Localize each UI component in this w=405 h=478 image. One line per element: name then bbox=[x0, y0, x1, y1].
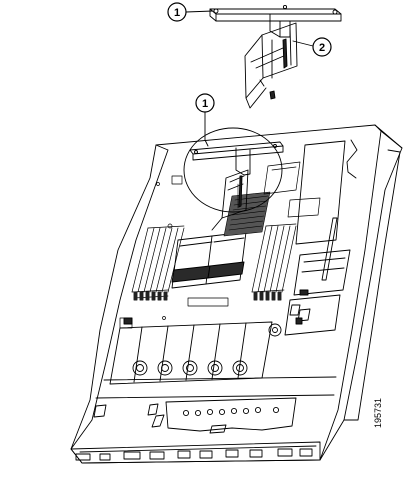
leader-2 bbox=[292, 40, 314, 47]
front-panel bbox=[70, 441, 321, 464]
rear-slot bbox=[321, 217, 338, 281]
callout-1-top: 1 bbox=[167, 2, 187, 22]
leader-1-top bbox=[185, 10, 214, 13]
callout-1-zoom-label: 1 bbox=[202, 98, 208, 110]
riser-tab bbox=[269, 90, 276, 100]
dimm-latches-left bbox=[133, 291, 168, 301]
pcie-card-area bbox=[263, 161, 301, 195]
server-chassis bbox=[70, 124, 403, 464]
installed-riser-assembly bbox=[189, 141, 284, 231]
dimm-slots-right bbox=[251, 223, 297, 293]
callout-leaders bbox=[185, 10, 314, 147]
cpu-heatsinks bbox=[171, 231, 247, 289]
riser-bracket bbox=[209, 4, 342, 38]
fan-tray bbox=[109, 321, 282, 385]
callout-1-zoom: 1 bbox=[195, 93, 215, 113]
figure-id: 195731 bbox=[373, 397, 383, 428]
front-bezel-plate bbox=[93, 397, 297, 434]
callout-2: 2 bbox=[312, 37, 332, 57]
callout-2-label: 2 bbox=[319, 42, 325, 54]
zoom-circle bbox=[183, 127, 283, 213]
motherboard-details bbox=[119, 175, 321, 329]
leader-1-zoom bbox=[204, 109, 209, 147]
riser-card bbox=[244, 22, 298, 109]
power-supply-area bbox=[284, 140, 351, 336]
dimm-latches-right bbox=[253, 291, 282, 301]
riser-connector bbox=[282, 38, 288, 69]
exploded-riser-assembly bbox=[209, 4, 342, 109]
dimm-slots-left bbox=[131, 225, 185, 299]
callout-1-top-label: 1 bbox=[174, 7, 180, 19]
